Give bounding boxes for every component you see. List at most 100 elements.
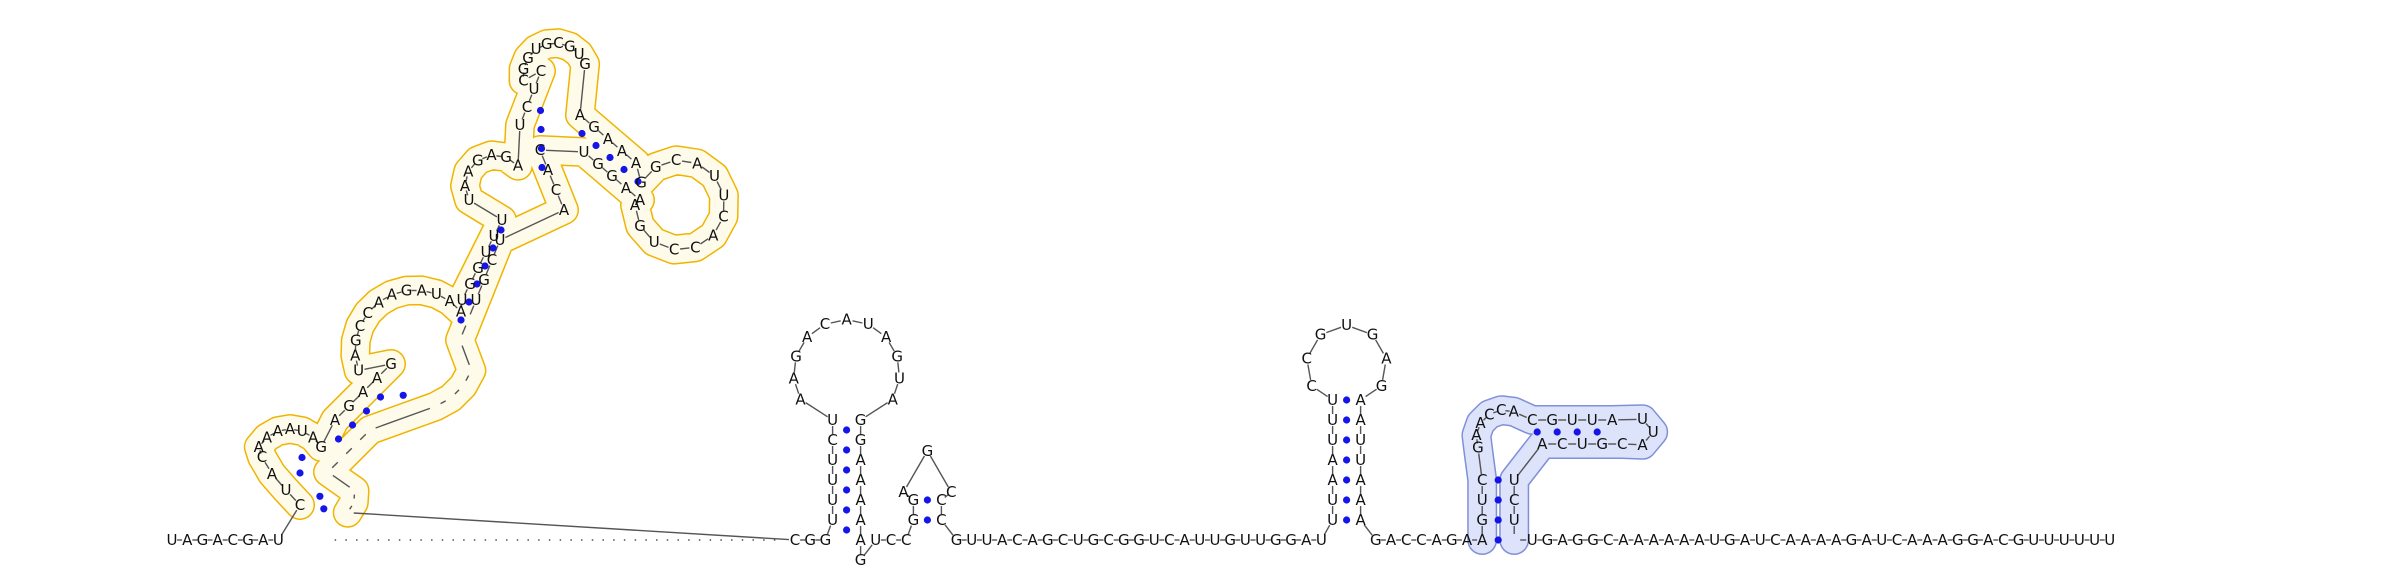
nucleotide: U: [2059, 531, 2070, 549]
backbone-link: [944, 494, 949, 498]
nucleotide: C: [690, 238, 700, 256]
backbone-link: [793, 362, 797, 373]
nucleotide: A: [1861, 531, 1872, 549]
backbone-link: [517, 130, 521, 160]
backbone-link: [349, 505, 353, 510]
nucleotide: G: [472, 151, 484, 169]
nucleotide: A: [559, 201, 570, 219]
nucleotide: G: [1596, 435, 1608, 453]
base-pair-dot: [843, 466, 851, 474]
nucleotide: U: [273, 531, 284, 549]
backbone-link: [281, 429, 287, 432]
nucleotide: C: [1603, 531, 1613, 549]
backbone-link: [659, 243, 669, 249]
nucleotide: A: [285, 420, 296, 438]
backbone-link: [264, 461, 270, 470]
base-pair-dot: [489, 244, 497, 252]
nucleotide: C: [363, 304, 373, 322]
nucleotide: U: [1255, 531, 1266, 549]
base-pair-layer: [296, 106, 1601, 544]
base-pair-dot: [536, 106, 545, 115]
backbone-link: [888, 342, 895, 352]
nucleotide: A: [1983, 531, 1994, 549]
nucleotide: U: [515, 116, 526, 134]
backbone-link: [505, 211, 559, 239]
nucleotide: U: [297, 422, 308, 440]
backbone-link: [488, 240, 492, 248]
base-pair-dot: [1343, 496, 1351, 504]
nucleotide: U: [1327, 491, 1338, 509]
nucleotide: U: [574, 45, 585, 63]
nucleotide: A: [1327, 451, 1338, 469]
backbone-link: [305, 432, 310, 436]
nucleotide: G: [650, 158, 662, 176]
nucleotide: U: [1587, 411, 1598, 429]
backbone-link: [461, 325, 467, 335]
nucleotide: G: [385, 355, 397, 373]
gap-dot: [398, 539, 401, 541]
gap-dot: [409, 539, 412, 541]
nucleotide: U: [1316, 531, 1327, 549]
backbone-link: [259, 450, 262, 454]
nucleotide: C: [827, 431, 837, 449]
gap-dot: [741, 539, 744, 541]
nucleotide: A: [1907, 531, 1918, 549]
backbone-link: [580, 56, 584, 62]
nucleotide: G: [804, 531, 816, 549]
backbone-link: [893, 383, 899, 394]
nucleotide: G: [1376, 377, 1388, 395]
backbone-link: [907, 525, 913, 535]
nucleotide: A: [456, 302, 467, 320]
nucleotide: C: [1998, 531, 2008, 549]
gap-dot: [334, 539, 337, 541]
gap-dot: [516, 539, 519, 541]
nucleotide: G: [197, 531, 209, 549]
nucleotide: G: [541, 35, 553, 53]
nucleotide: G: [588, 118, 600, 136]
nucleotide: C: [1416, 531, 1426, 549]
gap-dot: [698, 539, 701, 541]
nucleotide: A: [855, 511, 866, 529]
nucleotide: C: [257, 448, 267, 466]
nucleotide: U: [1648, 423, 1659, 441]
nucleotide: A: [1355, 391, 1366, 409]
nucleotide: U: [497, 211, 508, 229]
nucleotide: U: [1327, 411, 1338, 429]
nucleotide-backdrop: [464, 364, 478, 378]
nucleotide: C: [1527, 411, 1537, 429]
backbone-link: [557, 195, 563, 205]
nucleotide: A: [1694, 531, 1705, 549]
nucleotide: A: [1355, 511, 1366, 529]
backbone-link: [281, 509, 298, 536]
nucleotide: G: [1724, 531, 1736, 549]
nucleotide: A: [1649, 531, 1660, 549]
nucleotide: C: [1557, 435, 1567, 453]
nucleotide: C: [1484, 405, 1494, 423]
backbone-link: [644, 170, 653, 179]
gap-dot: [645, 539, 647, 541]
nucleotide: C: [536, 62, 546, 80]
nucleotide: G: [500, 148, 512, 166]
backbone-link: [524, 61, 528, 66]
nucleotide: U: [431, 285, 442, 303]
nucleotide: A: [635, 191, 646, 209]
nucleotide: A: [708, 226, 719, 244]
nucleotide-backdrop: [461, 313, 475, 327]
nucleotide: G: [518, 60, 530, 78]
nucleotide-backdrop: [1507, 533, 1521, 547]
nucleotide: U: [1355, 431, 1366, 449]
base-pair-dot: [399, 391, 407, 399]
base-pair-dot: [843, 506, 851, 514]
backbone-link: [496, 155, 502, 158]
gap-dot: [752, 539, 755, 541]
backbone-link: [1309, 339, 1319, 354]
nucleotide-backdrop: [453, 333, 467, 347]
nucleotide: U: [167, 531, 178, 549]
gap-dot: [548, 539, 551, 541]
nucleotide: C: [1401, 531, 1411, 549]
nucleotide: C: [535, 141, 545, 159]
backbone-link: [1505, 410, 1510, 412]
backbone-link: [1645, 435, 1651, 441]
gap-dot: [763, 539, 765, 541]
